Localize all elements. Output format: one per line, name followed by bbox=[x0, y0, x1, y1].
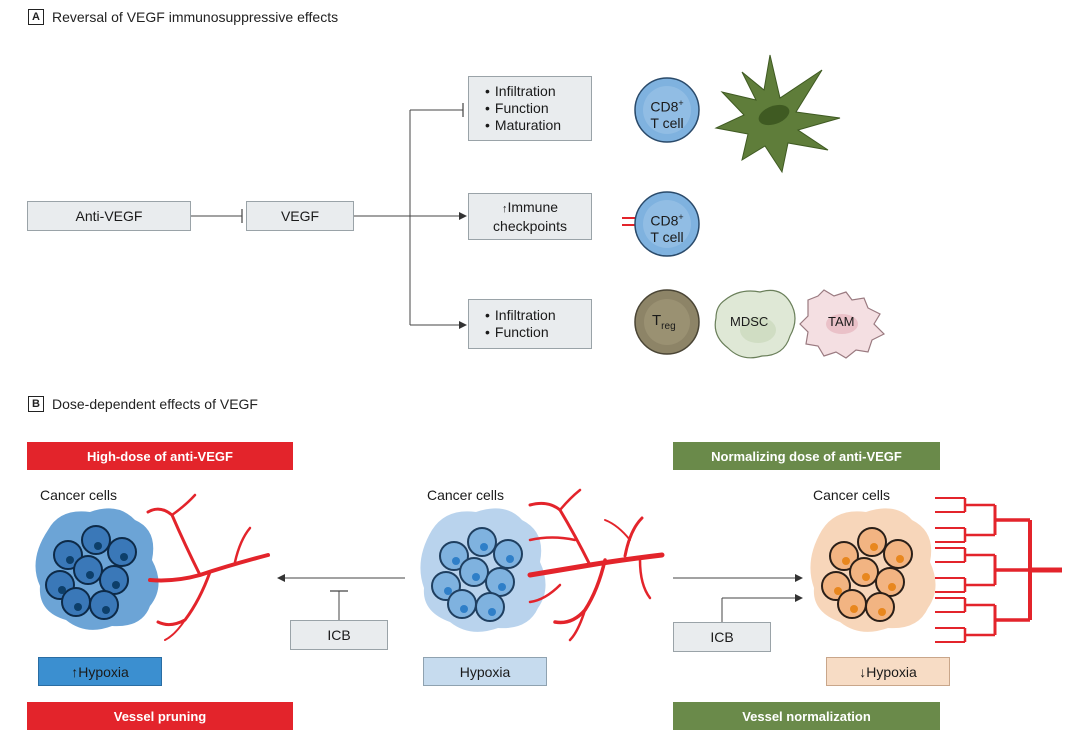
middle-vessels bbox=[527, 488, 665, 642]
mid-effect-line-2: checkpoints bbox=[493, 217, 567, 234]
top-effects-list: Infiltration Function Maturation bbox=[485, 83, 561, 134]
bottom-effects-box: Infiltration Function bbox=[468, 299, 592, 349]
middle-hypoxia-badge: Hypoxia bbox=[423, 657, 547, 686]
panel-a-title: A Reversal of VEGF immunosuppressive eff… bbox=[28, 9, 338, 25]
panel-b-title: B Dose-dependent effects of VEGF bbox=[28, 396, 258, 412]
tam-label: TAM bbox=[828, 314, 855, 329]
panel-b-letter: B bbox=[28, 396, 44, 412]
left-icb-label: ICB bbox=[327, 627, 351, 643]
left-icb-box: ICB bbox=[290, 620, 388, 650]
left-cancer-label: Cancer cells bbox=[40, 487, 118, 503]
cd8-mid-label: CD8+ T cell bbox=[640, 209, 694, 245]
treg-sub: reg bbox=[661, 321, 676, 332]
top-effect-item: Infiltration bbox=[485, 83, 561, 100]
bottom-effect-item: Infiltration bbox=[485, 307, 556, 324]
normalizing-dose-banner: Normalizing dose of anti-VEGF bbox=[673, 442, 940, 470]
right-icb-box: ICB bbox=[673, 622, 771, 652]
vegf-label: VEGF bbox=[280, 208, 320, 224]
top-effect-item: Function bbox=[485, 100, 561, 117]
top-effects-box: Infiltration Function Maturation bbox=[468, 76, 592, 141]
left-vessels bbox=[146, 493, 270, 641]
bottom-effect-item: Function bbox=[485, 324, 556, 341]
cd8-mid-sup: + bbox=[678, 212, 684, 222]
treg-label: Treg bbox=[652, 312, 676, 332]
right-tumor-graphic bbox=[810, 508, 936, 632]
cd8-mid-text: CD8 bbox=[650, 212, 679, 229]
cd8-top-sup: + bbox=[678, 98, 684, 108]
cd8-top-tcell: T cell bbox=[650, 114, 684, 131]
left-hypoxia-badge: ↑Hypoxia bbox=[38, 657, 162, 686]
middle-hypoxia-text: Hypoxia bbox=[459, 663, 511, 680]
cd8-mid-tcell: T cell bbox=[650, 228, 684, 245]
bottom-effects-list: Infiltration Function bbox=[485, 307, 556, 341]
right-vessels bbox=[935, 497, 1062, 643]
top-effect-item: Maturation bbox=[485, 117, 561, 134]
cd8-top-label: CD8+ T cell bbox=[640, 95, 694, 131]
middle-tumor-graphic bbox=[420, 508, 546, 632]
anti-vegf-label: Anti-VEGF bbox=[75, 208, 143, 224]
right-hypoxia-text: ↓Hypoxia bbox=[859, 663, 917, 680]
high-dose-banner: High-dose of anti-VEGF bbox=[27, 442, 293, 470]
vessel-pruning-banner: Vessel pruning bbox=[27, 702, 293, 730]
up-arrow-icon: ↑ bbox=[501, 202, 508, 215]
right-hypoxia-badge: ↓Hypoxia bbox=[826, 657, 950, 686]
mid-effects-box: ↑Immune checkpoints bbox=[468, 193, 592, 240]
mdsc-label: MDSC bbox=[730, 314, 769, 329]
panel-a-letter: A bbox=[28, 9, 44, 25]
cd8-top-text: CD8 bbox=[650, 98, 679, 115]
mid-effect-line-1: ↑Immune bbox=[502, 199, 558, 218]
panel-b-title-text: Dose-dependent effects of VEGF bbox=[52, 396, 258, 412]
middle-cancer-label: Cancer cells bbox=[427, 487, 505, 503]
right-icb-label: ICB bbox=[710, 629, 734, 645]
left-hypoxia-text: ↑Hypoxia bbox=[71, 663, 129, 680]
vessel-normalization-banner: Vessel normalization bbox=[673, 702, 940, 730]
immune-label: Immune bbox=[507, 198, 559, 215]
anti-vegf-box: Anti-VEGF bbox=[27, 201, 191, 231]
treg-main: T bbox=[652, 312, 662, 329]
panel-a-title-text: Reversal of VEGF immunosuppressive effec… bbox=[52, 9, 339, 25]
left-tumor-graphic bbox=[35, 508, 159, 630]
vegf-box: VEGF bbox=[246, 201, 354, 231]
right-cancer-label: Cancer cells bbox=[813, 487, 891, 503]
